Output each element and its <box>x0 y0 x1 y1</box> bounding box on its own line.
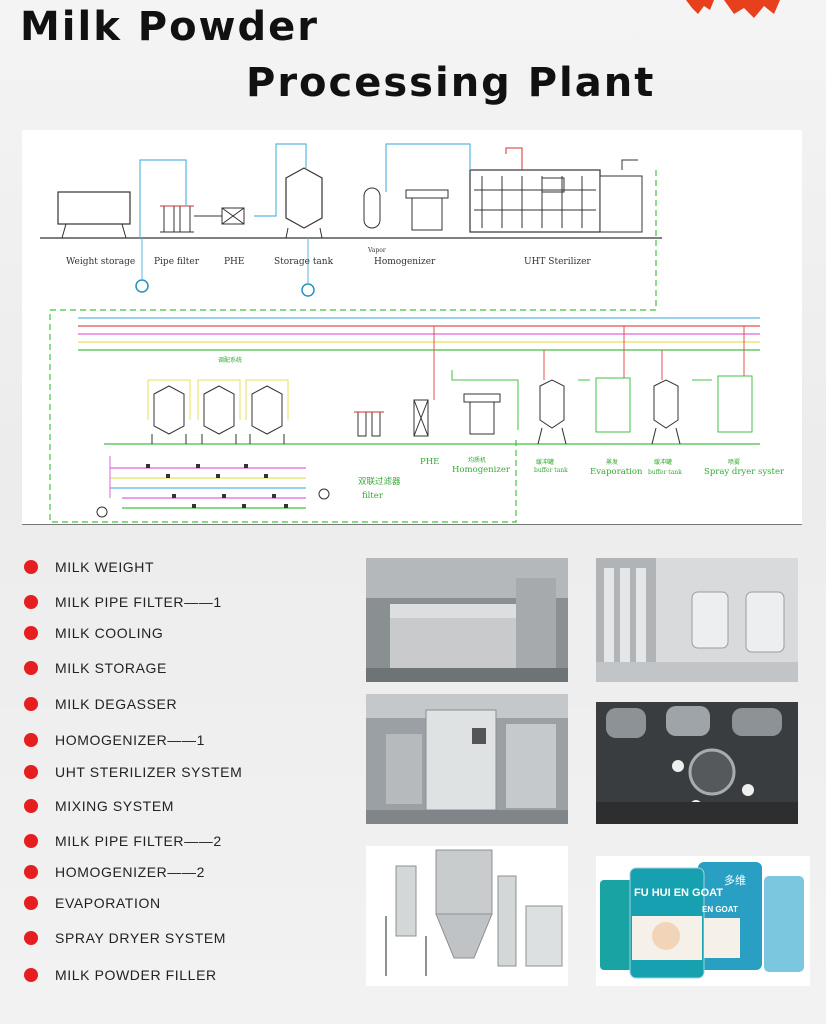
feature-label: SPRAY DRYER SYSTEM <box>55 930 227 946</box>
buffer-tank-2 <box>651 379 681 445</box>
label-buffer-tank-1: buffer tank <box>534 467 568 474</box>
label-pipe-filter: Pipe filter <box>154 257 200 267</box>
bullet-dot-icon <box>24 560 38 574</box>
label-evaporation: Evaporation <box>590 467 643 477</box>
feature-label: HOMOGENIZER——1 <box>55 732 205 748</box>
label-filter: filter <box>362 491 384 501</box>
process-flow-diagram: Weight storage Pipe filter PHE Storage t… <box>22 130 802 525</box>
label-homogenizer-top: Homogenizer <box>374 257 436 267</box>
label-vapor: Vapor <box>367 247 386 254</box>
label-homogenizer-bottom: Homogenizer <box>452 465 511 475</box>
bullet-dot-icon <box>24 865 38 879</box>
label-phe-bottom: PHE <box>420 457 439 467</box>
bullet-dot-icon <box>24 661 38 675</box>
list-item: MILK PIPE FILTER——1 <box>24 592 222 612</box>
list-item: MILK STORAGE <box>24 658 167 678</box>
pump-icon <box>301 283 315 297</box>
bullet-dot-icon <box>24 931 38 945</box>
list-item: HOMOGENIZER——2 <box>24 862 205 882</box>
label-phe: PHE <box>224 257 244 267</box>
list-item: MILK DEGASSER <box>24 694 177 714</box>
list-item: UHT STERILIZER SYSTEM <box>24 762 242 782</box>
storage-tank-equipment <box>285 167 323 239</box>
feature-label: MILK COOLING <box>55 625 164 641</box>
feature-label: MILK WEIGHT <box>55 559 155 575</box>
buffer-tank-1 <box>537 379 567 445</box>
bullet-dot-icon <box>24 834 38 848</box>
list-item: MIXING SYSTEM <box>24 796 174 816</box>
bullet-dot-icon <box>24 799 38 813</box>
photo-storage-tanks <box>596 558 798 682</box>
label-evaporation-cn: 蒸发 <box>606 458 618 466</box>
list-item: EVAPORATION <box>24 893 161 913</box>
uht-sterilizer-equipment <box>469 169 643 233</box>
label-weight-storage: Weight storage <box>66 257 135 267</box>
bullet-dot-icon <box>24 595 38 609</box>
list-item: MILK WEIGHT <box>24 557 154 577</box>
feature-label: UHT STERILIZER SYSTEM <box>55 764 243 780</box>
bullet-dot-icon <box>24 968 38 982</box>
label-buffer-tank-2: buffer tank <box>648 469 682 476</box>
bullet-dot-icon <box>24 697 38 711</box>
mixing-tanks <box>147 379 289 444</box>
feature-list: MILK WEIGHT MILK PIPE FILTER——1 MILK COO… <box>24 548 354 998</box>
label-spray-dryer-cn: 喷雾 <box>728 458 740 466</box>
label-mix-system-cn: 调配系统 <box>218 356 242 364</box>
homogenizer-equipment <box>405 189 449 231</box>
feature-label: MILK STORAGE <box>55 660 167 676</box>
evaporator-box <box>595 377 631 433</box>
pump-icon <box>135 279 149 293</box>
feature-label: EVAPORATION <box>55 895 161 911</box>
photo-uht-sterilizer <box>366 694 568 824</box>
label-filter-cn: 双联过滤器 <box>358 476 401 487</box>
feature-label: MILK PIPE FILTER——1 <box>55 594 222 610</box>
pump-icon <box>96 506 108 518</box>
feature-label: MILK PIPE FILTER——2 <box>55 833 222 849</box>
degasser-equipment <box>363 187 381 229</box>
label-buffer-tank-2-cn: 缓冲罐 <box>654 458 672 466</box>
page-title-line2: Processing Plant <box>246 60 656 106</box>
can-brand-text-2: EN GOAT <box>702 905 738 914</box>
list-item: MILK COOLING <box>24 623 163 643</box>
list-item: MILK POWDER FILLER <box>24 965 217 985</box>
label-spray-dryer: Spray dryer syster <box>704 467 785 477</box>
list-item: MILK PIPE FILTER——2 <box>24 831 222 851</box>
feature-label: MILK DEGASSER <box>55 696 178 712</box>
homogenizer-2-equipment <box>463 393 501 435</box>
photo-milk-powder-cans: FU HUI EN GOAT EN GOAT 多维 <box>596 856 810 986</box>
label-homogenizer-cn: 均质机 <box>468 456 486 464</box>
label-buffer-tank-1-cn: 缓冲罐 <box>536 458 554 466</box>
bullet-dot-icon <box>24 733 38 747</box>
weight-storage-equipment <box>57 191 131 239</box>
photo-spray-dryer <box>366 846 568 986</box>
bullet-dot-icon <box>24 765 38 779</box>
feature-label: HOMOGENIZER——2 <box>55 864 205 880</box>
pipe-filter-equipment <box>160 205 194 233</box>
list-item: HOMOGENIZER——1 <box>24 730 205 750</box>
phe-2-equipment <box>413 399 429 437</box>
photo-weighing-tank <box>366 558 568 682</box>
photo-filling-machine <box>596 702 798 824</box>
can-brand-text: FU HUI EN GOAT <box>634 887 723 899</box>
pipe-filter-2-equipment <box>354 411 384 437</box>
bullet-dot-icon <box>24 896 38 910</box>
list-item: SPRAY DRYER SYSTEM <box>24 928 226 948</box>
label-uht-sterilizer: UHT Sterilizer <box>524 257 591 267</box>
bullet-dot-icon <box>24 626 38 640</box>
page-title-line1: Milk Powder <box>20 4 319 50</box>
pump-icon <box>318 488 330 500</box>
spray-dryer-box <box>717 375 753 433</box>
company-logo <box>684 0 784 22</box>
label-storage-tank: Storage tank <box>274 257 334 267</box>
feature-label: MIXING SYSTEM <box>55 798 175 814</box>
phe-equipment <box>194 207 245 225</box>
feature-label: MILK POWDER FILLER <box>55 967 217 983</box>
can-side-text: 多维 <box>724 873 746 887</box>
